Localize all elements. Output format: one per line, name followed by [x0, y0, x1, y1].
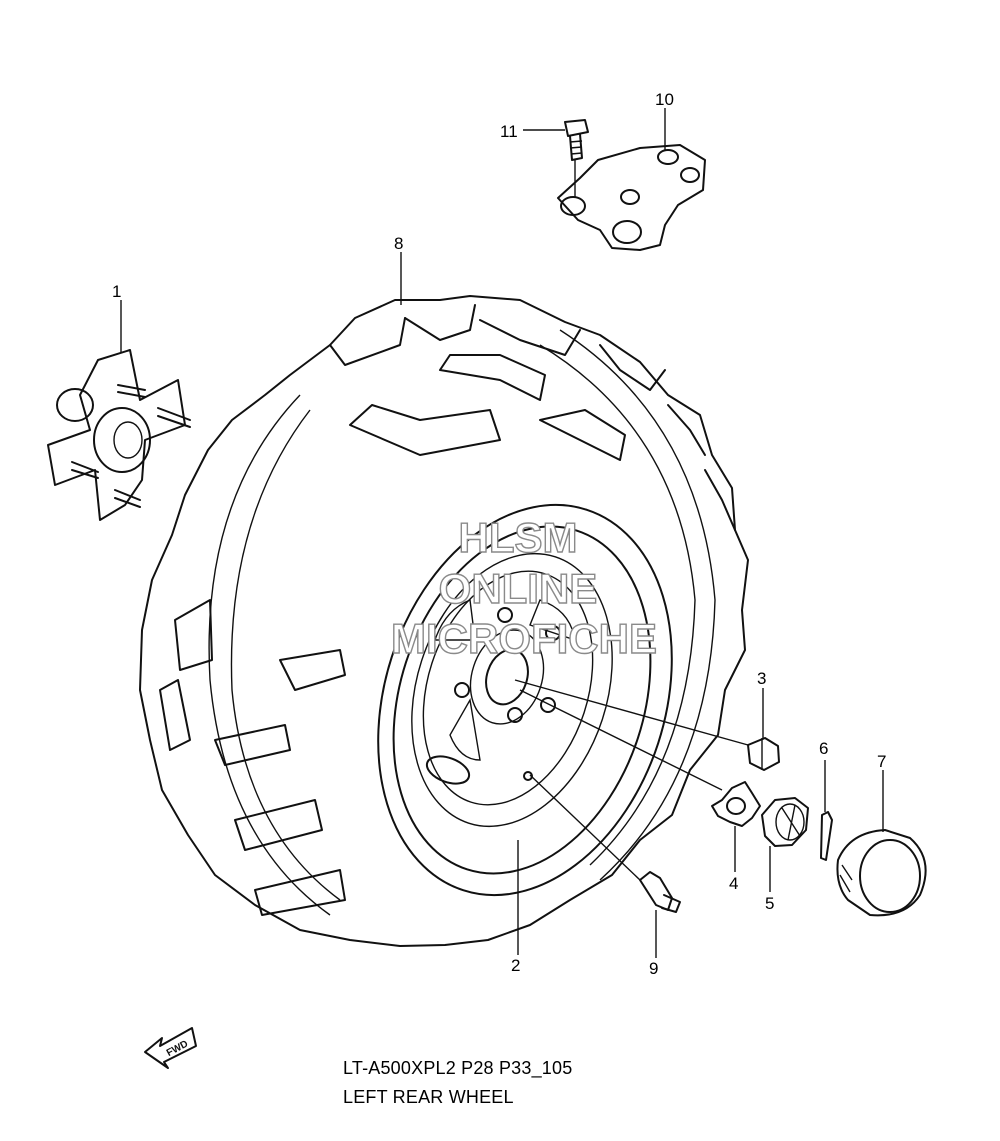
bracket-illustration: [557, 144, 706, 251]
castle-nut-illustration: [761, 797, 809, 847]
callout-4: 4: [729, 874, 738, 893]
lug-nut-illustration: [747, 737, 780, 771]
callout-1: 1: [112, 282, 121, 301]
bolt-illustration: [564, 119, 589, 161]
diagram-title: LEFT REAR WHEEL: [343, 1087, 514, 1107]
valve-stem-illustration: [639, 871, 681, 913]
forward-direction-arrow: FWD: [144, 1027, 197, 1069]
wheel-rim-illustration: [377, 503, 673, 897]
callout-7: 7: [877, 752, 886, 771]
watermark: HLSM ONLINE MICROFICHE: [390, 513, 657, 662]
callout-labels: 1 2 3 4 5 6 7 8 9 10 11: [112, 90, 886, 978]
callout-11: 11: [500, 122, 518, 141]
callout-8: 8: [394, 234, 403, 253]
leader-lines: [120, 108, 884, 958]
hub-cap-illustration: [836, 829, 927, 917]
watermark-line-3: MICROFICHE: [391, 615, 657, 662]
watermark-line-2: ONLINE: [439, 565, 598, 612]
watermark-line-1: HLSM: [459, 514, 578, 561]
cotter-pin-illustration: [820, 811, 833, 861]
wheel-hub-illustration: [47, 349, 191, 521]
diagram-code: LT-A500XPL2 P28 P33_105: [343, 1058, 573, 1078]
callout-2: 2: [511, 956, 520, 975]
callout-10: 10: [655, 90, 674, 109]
callout-9: 9: [649, 959, 658, 978]
callout-3: 3: [757, 669, 766, 688]
tire-illustration: [139, 295, 749, 947]
callout-6: 6: [819, 739, 828, 758]
lock-washer-illustration: [711, 781, 761, 827]
callout-5: 5: [765, 894, 774, 913]
